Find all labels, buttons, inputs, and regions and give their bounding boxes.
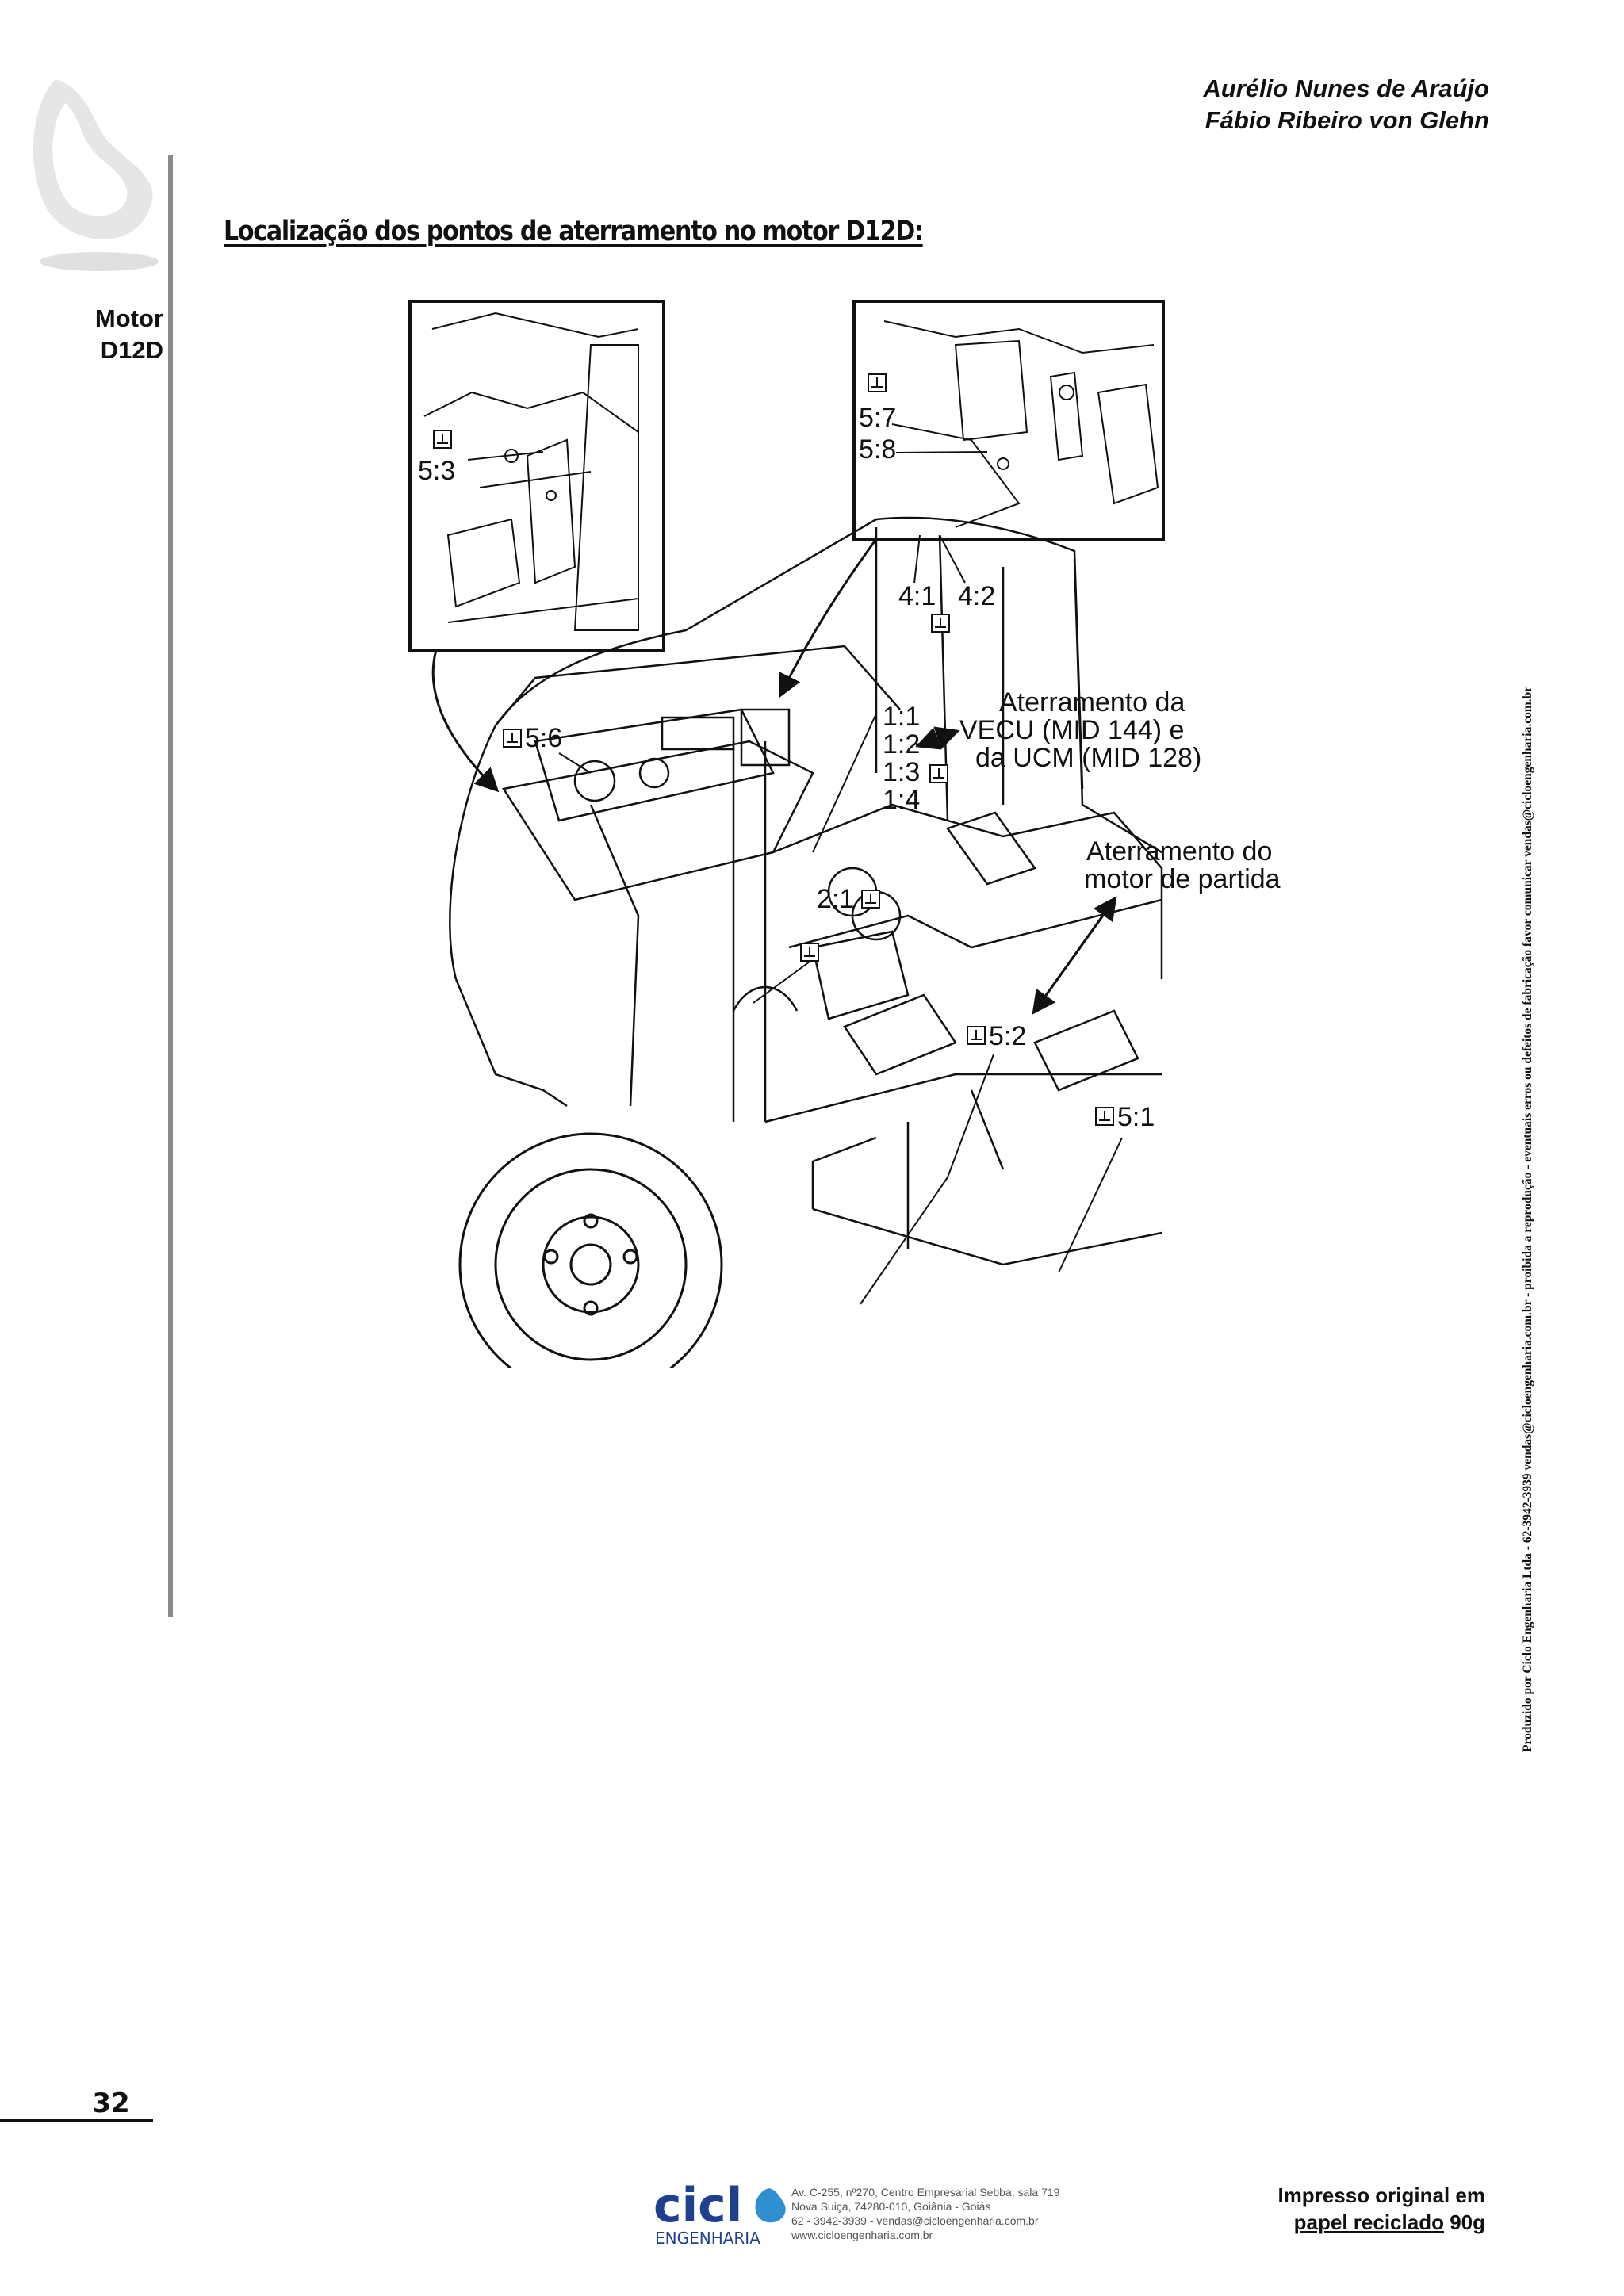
label-5-6: 5:6 <box>525 723 562 753</box>
footer-address: Av. C-255, nº270, Centro Empresarial Seb… <box>791 2185 1059 2242</box>
label-5-2: 5:2 <box>989 1021 1026 1051</box>
inset-left <box>408 300 665 652</box>
side-rule <box>168 155 173 1617</box>
author-2: Fábio Ribeiro von Glehn <box>1205 106 1489 134</box>
address-line-1: Av. C-255, nº270, Centro Empresarial Seb… <box>791 2186 1060 2198</box>
callout-starter-line-1: Aterramento do <box>1086 836 1272 867</box>
section-label-line-2: D12D <box>100 336 163 364</box>
address-line-3: 62 - 3942-3939 - vendas@cicloengenharia.… <box>791 2214 1039 2227</box>
truck-illustration <box>449 516 1163 1266</box>
footer-logo: cicl ENGENHARIA <box>652 2172 977 2252</box>
front-wheel <box>458 1132 723 1368</box>
label-5-1: 5:1 <box>1117 1102 1155 1132</box>
page-number: 32 <box>92 2087 130 2119</box>
vertical-credit: Produzido por Ciclo Engenharia Ltda - 62… <box>1521 686 1534 1752</box>
section-label: Motor D12D <box>95 303 163 366</box>
page-title: Localização dos pontos de aterramento no… <box>224 216 924 247</box>
page-number-rule <box>0 2119 153 2122</box>
callout-vecu-line-1: Aterramento da <box>999 687 1185 718</box>
printed-suffix: 90g <box>1443 2210 1485 2234</box>
label-1-1: 1:1 <box>883 702 920 732</box>
label-1-3: 1:3 <box>883 757 920 787</box>
logo-text: cicl <box>653 2178 742 2233</box>
authors: Aurélio Nunes de Araújo Fábio Ribeiro vo… <box>1203 73 1489 136</box>
inset-right <box>852 300 1165 541</box>
printed-line-2: papel reciclado 90g <box>1277 2209 1485 2236</box>
label-5-3: 5:3 <box>418 456 455 486</box>
author-1: Aurélio Nunes de Araújo <box>1203 75 1489 102</box>
address-line-2: Nova Suiça, 74280-010, Goiânia - Goiás <box>791 2200 991 2213</box>
callout-vecu-line-3: da UCM (MID 128) <box>975 743 1201 773</box>
label-5-7: 5:7 <box>859 403 896 433</box>
callout-starter-line-2: motor de partida <box>1084 864 1281 894</box>
grounding-diagram: 5:3 5:7 5:8 <box>400 297 1297 1368</box>
label-4-1: 4:1 <box>898 581 936 611</box>
label-1-4: 1:4 <box>883 785 920 815</box>
label-4-2: 4:2 <box>958 581 995 611</box>
callout-vecu-line-2: VECU (MID 144) e <box>959 715 1184 745</box>
label-2-1: 2:1 <box>817 884 854 914</box>
section-label-line-1: Motor <box>94 304 163 332</box>
logo-subtext: ENGENHARIA <box>655 2229 760 2248</box>
printed-note: Impresso original em papel reciclado 90g <box>1277 2182 1485 2236</box>
decorative-logo-mark <box>24 71 167 277</box>
printed-line-1: Impresso original em <box>1277 2183 1485 2207</box>
label-1-2: 1:2 <box>883 729 920 760</box>
logo-drop-icon <box>755 2188 786 2223</box>
printed-underlined: papel reciclado <box>1293 2210 1444 2234</box>
address-line-4: www.cicloengenharia.com.br <box>791 2229 933 2241</box>
label-5-8: 5:8 <box>859 434 896 465</box>
